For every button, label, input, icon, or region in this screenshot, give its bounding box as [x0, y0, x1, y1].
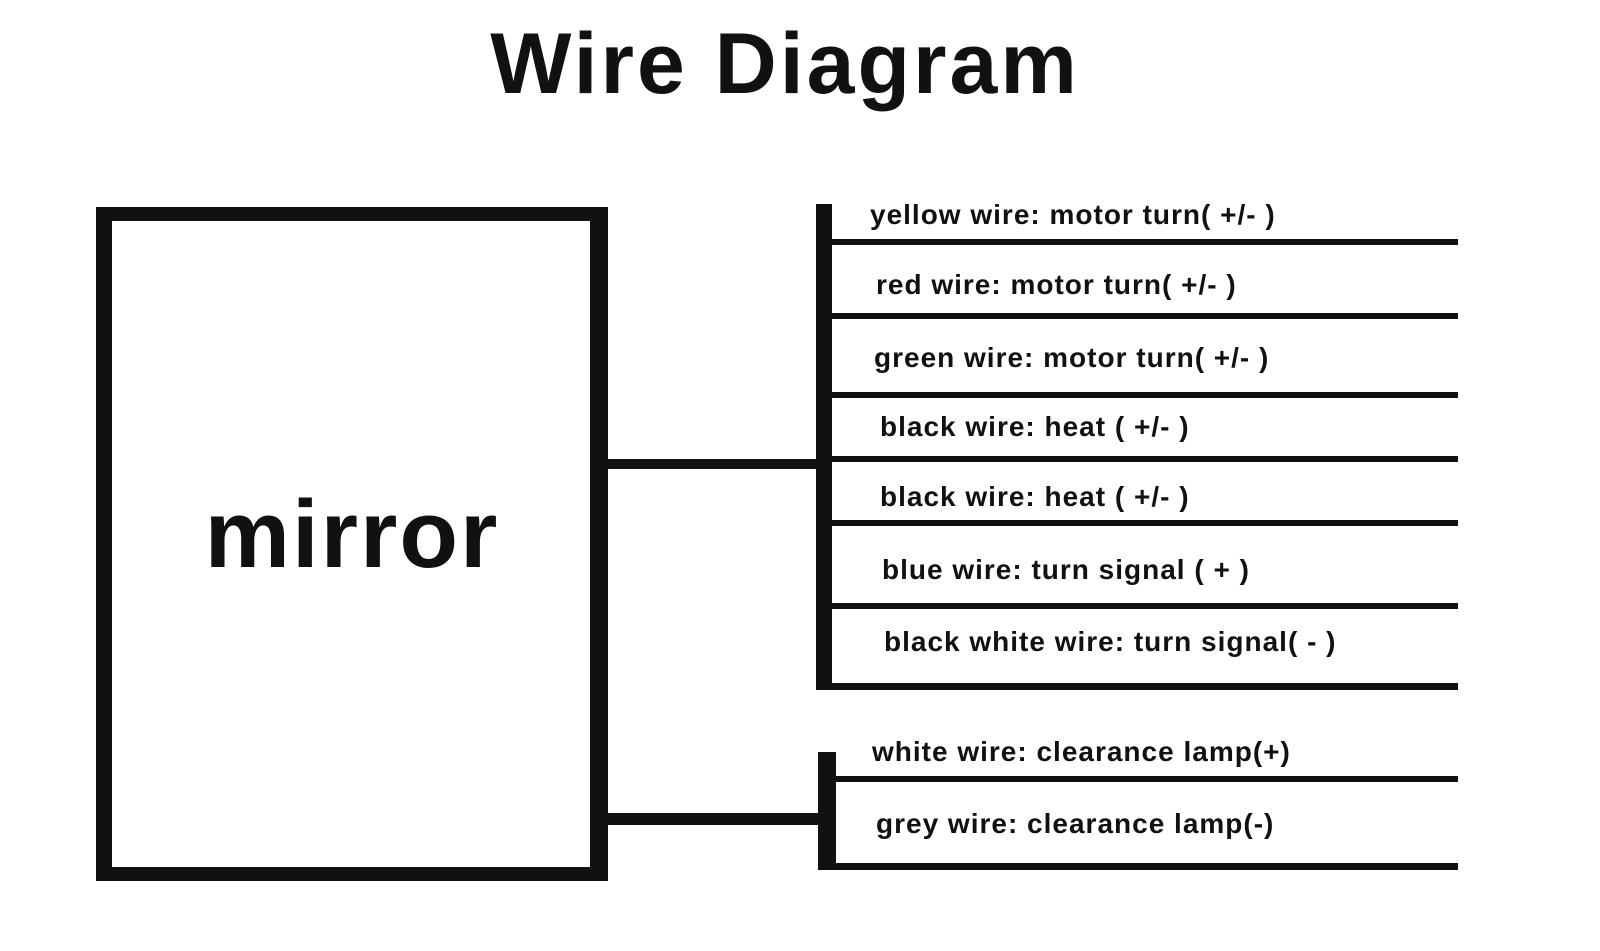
diagram-title: Wire Diagram — [490, 16, 1080, 112]
mirror-label: mirror — [204, 481, 500, 588]
mirror-box — [96, 207, 608, 881]
wire-label-red: red wire: motor turn( +/- ) — [876, 269, 1237, 300]
wire-separator — [820, 863, 1458, 870]
wire-separator — [826, 239, 1458, 245]
wire-label-green: green wire: motor turn( +/- ) — [874, 342, 1270, 373]
lamp-connector-line — [606, 813, 824, 825]
wire-label-white: white wire: clearance lamp(+) — [872, 736, 1291, 767]
wire-separator — [826, 520, 1458, 526]
wire-label-black-heat: black wire: heat ( +/- ) — [880, 411, 1190, 442]
wire-label-grey: grey wire: clearance lamp(-) — [876, 808, 1275, 839]
wire-label-blue: blue wire: turn signal ( + ) — [882, 554, 1250, 585]
wire-label-black-white: black white wire: turn signal( - ) — [884, 626, 1337, 657]
main-connector-line — [606, 459, 820, 469]
wire-separator — [826, 603, 1458, 609]
wire-label-yellow: yellow wire: motor turn( +/- ) — [870, 199, 1276, 230]
wire-separator — [826, 392, 1458, 398]
main-bus-line — [816, 204, 832, 690]
wire-separator — [826, 313, 1458, 319]
wire-separator — [820, 683, 1458, 690]
wire-label-black-heat: black wire: heat ( +/- ) — [880, 481, 1190, 512]
wire-separator — [826, 456, 1458, 462]
lamp-bus-line — [818, 752, 836, 870]
wire-separator — [830, 776, 1458, 782]
